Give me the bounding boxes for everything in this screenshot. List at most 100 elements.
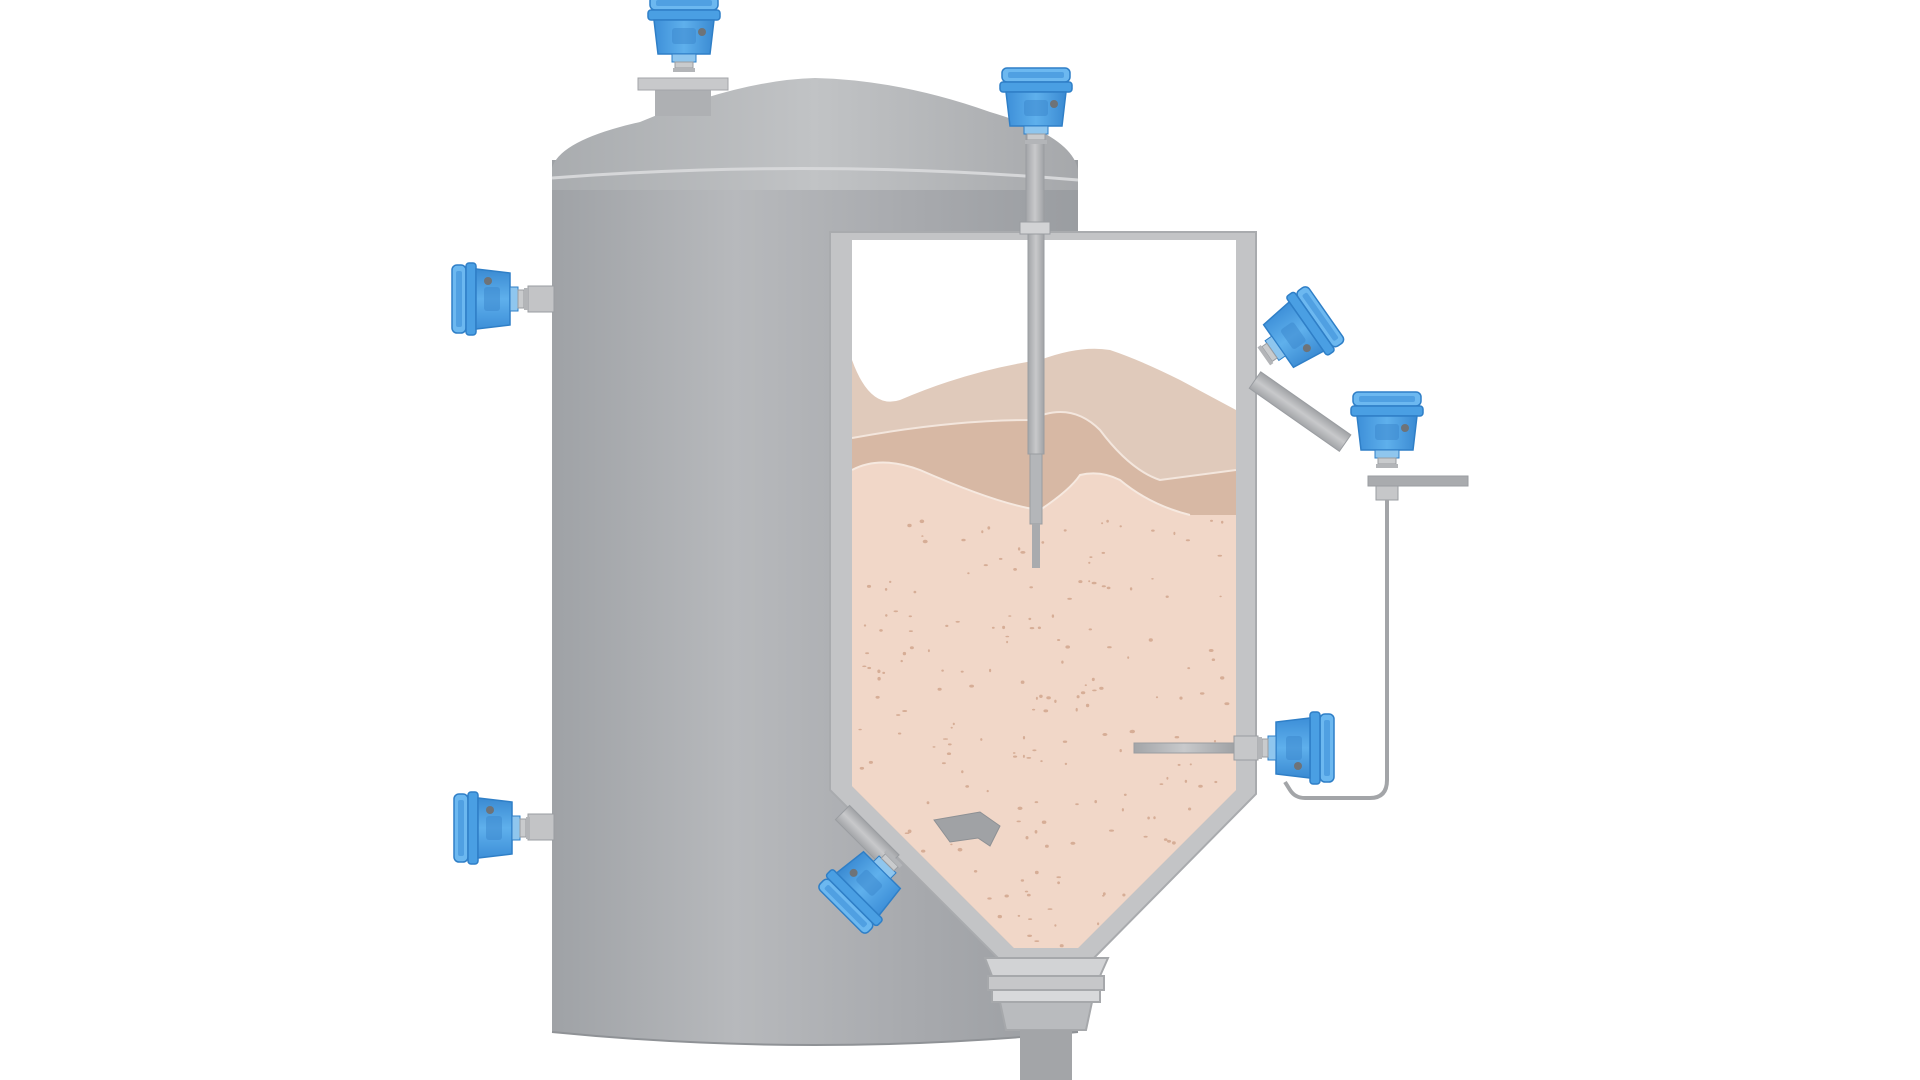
material-speck — [1173, 531, 1176, 536]
material-speck — [1199, 692, 1205, 695]
material-speck — [1013, 755, 1018, 758]
material-speck — [1026, 893, 1031, 897]
material-speck — [1065, 645, 1070, 649]
material-speck — [1028, 918, 1033, 920]
material-speck — [896, 714, 901, 716]
material-speck — [1059, 944, 1064, 948]
material-speck — [986, 789, 989, 793]
material-speck — [1022, 736, 1026, 740]
material-speck — [1064, 762, 1068, 766]
material-speck — [1025, 836, 1029, 840]
material-speck — [1097, 922, 1100, 926]
material-speck — [1084, 684, 1087, 687]
material-speck — [926, 801, 930, 805]
material-speck — [973, 870, 978, 873]
material-speck — [1016, 820, 1021, 823]
material-speck — [1179, 696, 1183, 700]
material-speck — [1047, 908, 1053, 910]
material-speck — [1213, 740, 1217, 743]
material-speck — [1214, 780, 1218, 784]
material-speck — [946, 752, 952, 755]
material-speck — [1130, 729, 1135, 734]
material-speck — [1063, 529, 1067, 532]
material-speck — [877, 669, 881, 674]
material-speck — [1189, 763, 1192, 766]
material-speck — [1102, 894, 1105, 897]
material-speck — [1174, 736, 1180, 739]
material-speck — [1013, 568, 1017, 571]
material-speck — [1210, 519, 1213, 522]
material-speck — [991, 626, 995, 629]
material-speck — [1172, 900, 1177, 904]
material-speck — [909, 646, 914, 650]
material-speck — [1101, 551, 1106, 554]
material-speck — [900, 659, 903, 663]
material-speck — [1185, 539, 1190, 542]
material-speck — [1046, 696, 1051, 700]
material-speck — [913, 590, 917, 594]
material-speck — [961, 538, 966, 542]
material-speck — [1035, 696, 1038, 700]
material-speck — [1002, 625, 1006, 630]
material-speck — [1210, 844, 1213, 847]
material-speck — [1155, 696, 1159, 699]
material-speck — [983, 564, 988, 567]
material-speck — [1022, 754, 1025, 758]
material-speck — [904, 832, 910, 834]
material-speck — [1119, 525, 1122, 528]
material-speck — [1034, 830, 1038, 834]
material-speck — [941, 669, 944, 672]
roof-nozzle — [637, 77, 729, 116]
material-speck — [1184, 779, 1188, 783]
material-speck — [1219, 595, 1222, 598]
top-nozzle-sensor-icon — [647, 0, 721, 73]
material-speck — [1187, 667, 1191, 670]
material-speck — [1119, 749, 1122, 753]
material-speck — [1076, 695, 1080, 699]
material-speck — [907, 523, 912, 528]
material-speck — [889, 580, 892, 584]
material-speck — [1054, 699, 1057, 703]
material-speck — [1032, 749, 1037, 752]
cone-paddle-sensor-icon — [814, 804, 1001, 938]
material-speck — [1029, 586, 1033, 589]
material-speck — [1091, 677, 1095, 682]
left-lower-side-sensor-icon — [453, 791, 555, 865]
material-speck — [987, 526, 991, 530]
material-speck — [902, 651, 907, 656]
material-speck — [997, 914, 1002, 919]
material-speck — [927, 649, 930, 653]
material-speck — [1051, 614, 1055, 618]
material-speck — [1075, 707, 1078, 712]
material-speck — [1085, 703, 1090, 708]
material-speck — [1186, 925, 1190, 930]
material-speck — [1181, 872, 1185, 876]
material-speck — [859, 766, 865, 770]
material-speck — [1067, 597, 1072, 600]
material-speck — [1106, 586, 1111, 590]
material-speck — [1061, 660, 1064, 664]
material-speck — [1029, 627, 1035, 630]
material-speck — [1127, 656, 1130, 659]
material-speck — [1080, 691, 1086, 695]
material-speck — [1101, 522, 1104, 525]
material-speck — [1092, 689, 1097, 692]
material-speck — [1057, 639, 1061, 641]
material-speck — [1028, 617, 1032, 621]
material-speck — [1165, 595, 1169, 598]
material-speck — [1102, 892, 1106, 896]
material-speck — [961, 770, 964, 774]
material-speck — [1211, 658, 1216, 661]
material-speck — [1024, 890, 1029, 893]
material-speck — [1088, 628, 1093, 631]
material-speck — [1198, 784, 1203, 788]
material-speck — [1094, 800, 1097, 804]
material-speck — [922, 539, 928, 544]
material-speck — [950, 726, 953, 729]
material-speck — [967, 572, 970, 575]
material-speck — [1166, 776, 1169, 780]
material-speck — [921, 535, 924, 537]
material-speck — [884, 588, 888, 591]
